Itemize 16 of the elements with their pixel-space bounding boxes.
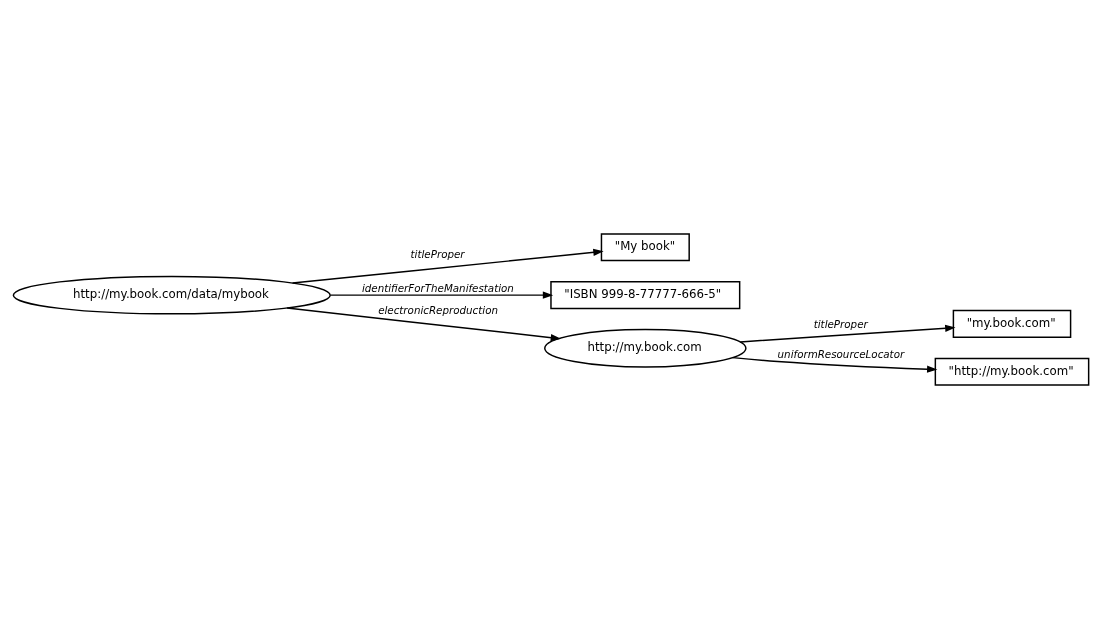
- arrow: [286, 307, 562, 342]
- arrow: [329, 291, 554, 299]
- edge-label: titleProper: [410, 248, 465, 261]
- node-box: "My book": [600, 233, 690, 262]
- node-box: "http://my.book.com": [934, 357, 1090, 386]
- edge-label: uniformResourceLocator: [777, 347, 905, 360]
- arrow: [291, 248, 604, 284]
- edge-label: identifierForTheManifestation: [361, 281, 514, 294]
- edge-label: electronicReproduction: [378, 303, 498, 316]
- edge-label: titleProper: [813, 317, 868, 330]
- arrow: [739, 324, 956, 343]
- node-ellipse: http://my.book.com/data/mybook: [12, 275, 331, 315]
- node-box: "ISBN 999-8-77777-666-5": [550, 281, 741, 310]
- arrow: [731, 356, 938, 373]
- node-box: "my.book.com": [952, 309, 1072, 338]
- node-ellipse: http://my.book.com: [544, 328, 747, 368]
